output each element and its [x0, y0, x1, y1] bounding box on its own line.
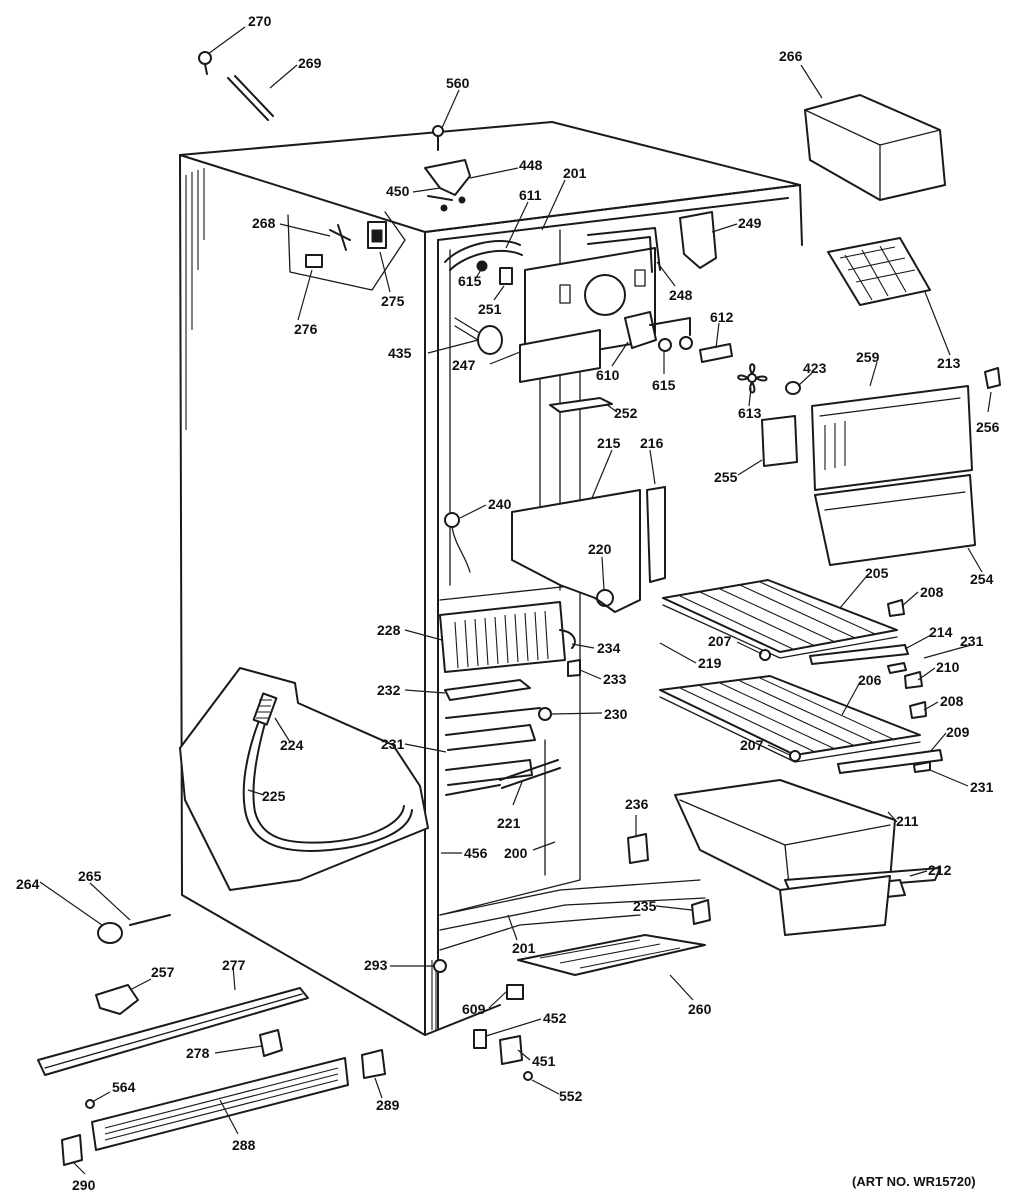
art-number: (ART NO. WR15720): [852, 1174, 976, 1189]
callout-211: 211: [896, 813, 919, 829]
callout-451: 451: [532, 1053, 556, 1069]
evaporator-coil: [439, 601, 581, 796]
callout-240: 240: [488, 496, 512, 512]
callout-275: 275: [381, 293, 405, 309]
callout-259: 259: [856, 349, 880, 365]
freezer-shelf-254: [814, 474, 976, 566]
callout-560: 560: [446, 75, 470, 91]
callout-225: 225: [262, 788, 286, 804]
drain-tube-cutaway: [179, 667, 429, 891]
callout-265: 265: [78, 868, 102, 884]
shelf-205: [662, 579, 898, 659]
callout-268: 268: [252, 215, 276, 231]
callout-615-left: 615: [458, 273, 482, 289]
callout-270: 270: [248, 13, 272, 29]
callout-208-upper: 208: [920, 584, 944, 600]
callout-230: 230: [604, 706, 628, 722]
callout-613: 613: [738, 405, 762, 421]
callout-615-right: 615: [652, 377, 676, 393]
callout-266: 266: [779, 48, 803, 64]
callout-255: 255: [714, 469, 738, 485]
shelf-trims: [759, 599, 943, 774]
callout-456: 456: [464, 845, 488, 861]
callout-423: 423: [803, 360, 827, 376]
callout-269: 269: [298, 55, 322, 71]
callout-201-top: 201: [563, 165, 587, 181]
callout-251: 251: [478, 301, 502, 317]
callout-labels: 270 269 560 266 448 450 201 611 249 268 …: [16, 13, 1000, 1193]
callout-260: 260: [688, 1001, 712, 1017]
callout-200: 200: [504, 845, 528, 861]
callout-435: 435: [388, 345, 412, 361]
callout-564: 564: [112, 1079, 136, 1095]
callout-206: 206: [858, 672, 882, 688]
callout-231-shelf2: 231: [970, 779, 994, 795]
callout-609: 609: [462, 1001, 486, 1017]
callout-208-lower: 208: [940, 693, 964, 709]
callout-231-left: 231: [381, 736, 405, 752]
callout-209: 209: [946, 724, 970, 740]
callout-219: 219: [698, 655, 722, 671]
callout-233: 233: [603, 671, 627, 687]
callout-290: 290: [72, 1177, 96, 1193]
ice-tray-213: [827, 237, 931, 306]
callout-228: 228: [377, 622, 401, 638]
callout-215: 215: [597, 435, 621, 451]
callout-264: 264: [16, 876, 40, 892]
callout-210: 210: [936, 659, 960, 675]
callout-248: 248: [669, 287, 693, 303]
callout-220: 220: [588, 541, 612, 557]
bottom-parts: [37, 833, 711, 1166]
callout-257: 257: [151, 964, 175, 980]
crisper-pan: [674, 779, 941, 936]
callout-276: 276: [294, 321, 318, 337]
callout-214: 214: [929, 624, 953, 640]
freezer-shelf-259: [811, 385, 973, 491]
callout-288: 288: [232, 1137, 256, 1153]
callout-249: 249: [738, 215, 762, 231]
callout-232: 232: [377, 682, 401, 698]
callout-610: 610: [596, 367, 620, 383]
shelf-206: [659, 675, 921, 763]
callout-216: 216: [640, 435, 664, 451]
callout-235: 235: [633, 898, 657, 914]
cabinet-shell: [179, 121, 803, 1036]
callout-247: 247: [452, 357, 476, 373]
callout-234: 234: [597, 640, 621, 656]
callout-278: 278: [186, 1045, 210, 1061]
callout-212: 212: [928, 862, 952, 878]
small-parts-freezer: [761, 367, 1001, 467]
callout-289: 289: [376, 1097, 400, 1113]
callout-205: 205: [865, 565, 889, 581]
callout-224: 224: [280, 737, 304, 753]
callout-277: 277: [222, 957, 246, 973]
callout-450: 450: [386, 183, 410, 199]
callout-231-shelf1: 231: [960, 633, 984, 649]
callout-254: 254: [970, 571, 994, 587]
callout-207-upper: 207: [708, 633, 732, 649]
callout-207-lower: 207: [740, 737, 764, 753]
callout-256: 256: [976, 419, 1000, 435]
callout-236: 236: [625, 796, 649, 812]
callout-201-bottom: 201: [512, 940, 536, 956]
callout-221: 221: [497, 815, 521, 831]
callout-612: 612: [710, 309, 734, 325]
callout-213: 213: [937, 355, 961, 371]
callout-252: 252: [614, 405, 638, 421]
callout-293: 293: [364, 957, 388, 973]
freezer-fan-assembly: [444, 211, 801, 413]
callout-611: 611: [519, 187, 542, 203]
callout-448: 448: [519, 157, 543, 173]
leader-lines: [39, 26, 992, 1175]
top-hinge-parts: [198, 51, 471, 291]
callout-552: 552: [559, 1088, 583, 1104]
evaporator-cover: [444, 486, 666, 613]
callout-452: 452: [543, 1010, 567, 1026]
ice-bucket-266: [804, 94, 946, 201]
